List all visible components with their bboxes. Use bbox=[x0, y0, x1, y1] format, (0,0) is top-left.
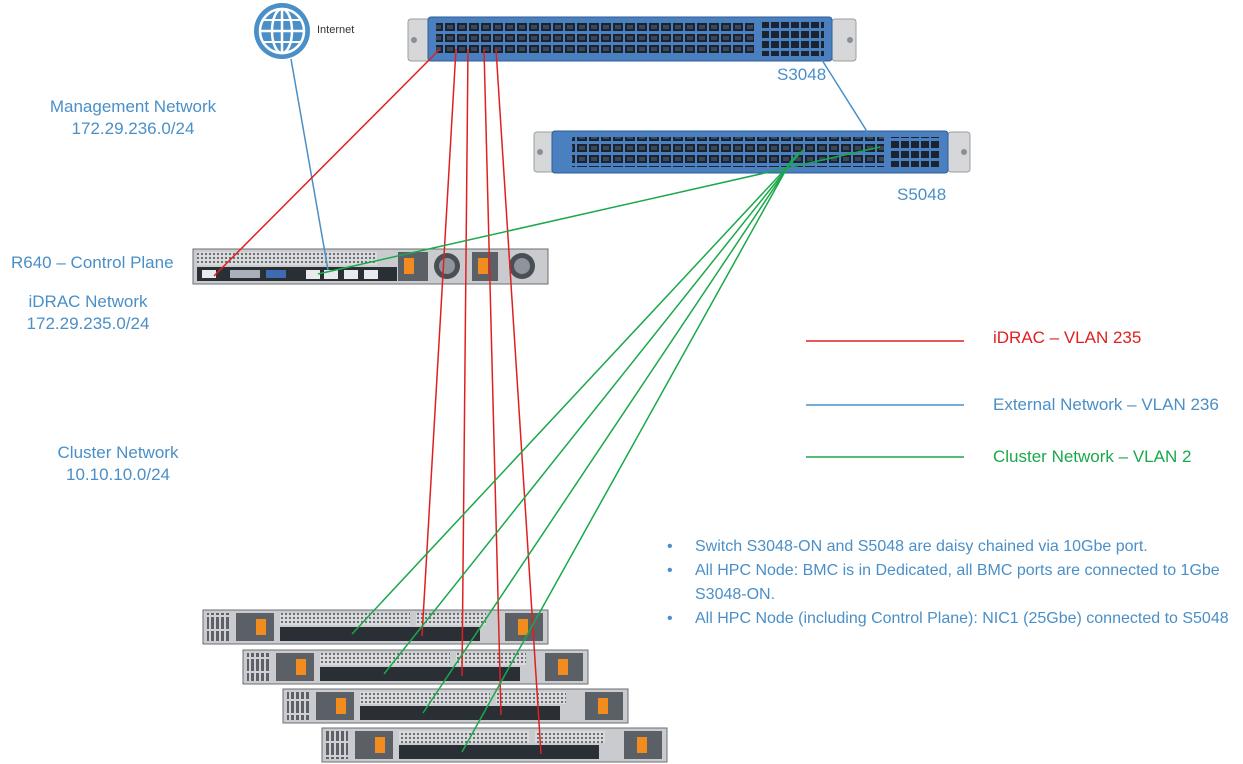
s3048-label: S3048 bbox=[777, 65, 827, 84]
r640-control-plane-server bbox=[192, 248, 549, 285]
idrac-links bbox=[213, 48, 542, 755]
control-plane-label: R640 – Control Plane bbox=[11, 253, 174, 272]
cluster-network-label: Cluster Network 10.10.10.0/24 bbox=[38, 442, 198, 486]
hpc-node-2 bbox=[242, 649, 589, 685]
external-network-links bbox=[290, 58, 869, 271]
management-network-subnet: 172.29.236.0/24 bbox=[71, 119, 195, 138]
hpc-node-3 bbox=[282, 688, 629, 724]
internet-label: Internet bbox=[317, 24, 355, 36]
note-item: All HPC Node (including Control Plane): … bbox=[665, 607, 1235, 631]
idrac-network-label: iDRAC Network 172.29.235.0/24 bbox=[8, 291, 168, 335]
note-item: All HPC Node: BMC is in Dedicated, all B… bbox=[665, 559, 1235, 607]
hpc-node-1 bbox=[202, 609, 549, 645]
legend-lines bbox=[806, 340, 964, 458]
idrac-network-subnet: 172.29.235.0/24 bbox=[26, 314, 150, 333]
idrac-network-title: iDRAC Network bbox=[28, 292, 148, 311]
legend-label-idrac: iDRAC – VLAN 235 bbox=[993, 328, 1142, 347]
management-network-title: Management Network bbox=[49, 97, 217, 116]
hpc-node-4 bbox=[321, 727, 668, 763]
legend-label-external: External Network – VLAN 236 bbox=[993, 395, 1219, 414]
legend-label-cluster: Cluster Network – VLAN 2 bbox=[993, 447, 1192, 466]
s3048-switch bbox=[407, 16, 857, 62]
s5048-switch bbox=[533, 130, 971, 174]
cluster-network-title: Cluster Network bbox=[57, 443, 179, 462]
note-item: Switch S3048-ON and S5048 are daisy chai… bbox=[665, 535, 1235, 559]
s5048-label: S5048 bbox=[897, 185, 947, 204]
notes-list: Switch S3048-ON and S5048 are daisy chai… bbox=[665, 535, 1235, 631]
cluster-network-subnet: 10.10.10.0/24 bbox=[66, 465, 170, 484]
management-network-label: Management Network 172.29.236.0/24 bbox=[30, 96, 236, 140]
internet-globe-icon bbox=[254, 3, 310, 59]
cluster-network-links bbox=[317, 146, 881, 753]
